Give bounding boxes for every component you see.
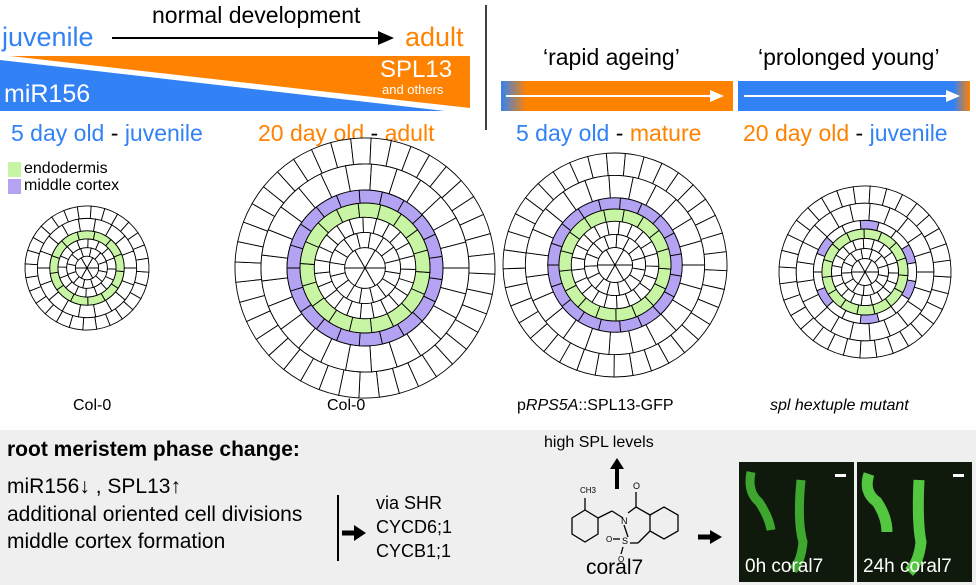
cell xyxy=(86,257,100,269)
genotype-spl-hextuple: spl hextuple mutant xyxy=(770,397,909,414)
cell xyxy=(348,316,373,334)
mir156-label: miR156 xyxy=(4,80,91,108)
cell xyxy=(864,259,879,273)
normal-development-title: normal development xyxy=(152,2,361,28)
cell xyxy=(614,249,633,266)
and-others-label: and others xyxy=(382,82,444,97)
cell xyxy=(358,330,383,347)
cell xyxy=(856,304,876,316)
coral7-label: coral7 xyxy=(586,556,644,579)
svg-text:S: S xyxy=(622,536,628,546)
adult-label: adult xyxy=(405,22,464,52)
cell xyxy=(558,250,574,272)
cell xyxy=(359,302,375,320)
middle-cortex-line: middle cortex formation xyxy=(7,530,226,553)
cell xyxy=(906,261,918,283)
cell xyxy=(859,339,878,359)
cell xyxy=(234,261,263,283)
root-col0-20day xyxy=(234,137,496,399)
cell xyxy=(605,152,626,177)
cell xyxy=(77,217,97,232)
cell xyxy=(344,163,372,192)
cell xyxy=(608,330,634,356)
endodermis-legend: endodermis xyxy=(24,160,108,177)
cell xyxy=(860,294,873,306)
microscopy-24h: 24h coral7 xyxy=(857,462,972,582)
svg-text:O: O xyxy=(633,481,640,491)
root-cross-sections xyxy=(24,137,952,399)
header-graphics xyxy=(0,5,970,130)
spl13-label: SPL13 xyxy=(380,56,453,83)
cell xyxy=(428,255,444,281)
cell xyxy=(467,253,496,275)
juvenile-label: juvenile xyxy=(2,22,94,52)
cell xyxy=(932,259,952,278)
cell xyxy=(669,253,683,277)
genotype-col0-old: Col-0 xyxy=(327,397,366,414)
age-label-4: 20 day old - juvenile xyxy=(743,120,948,146)
cell xyxy=(603,208,625,223)
svg-text:O: O xyxy=(606,535,612,544)
mir156-wedge xyxy=(0,60,445,111)
svg-text:N: N xyxy=(621,516,628,526)
cell xyxy=(358,189,383,206)
development-arrowhead xyxy=(378,31,394,45)
cell xyxy=(795,261,815,283)
cell xyxy=(350,137,372,166)
age-label-3: 5 day old - mature xyxy=(516,120,702,146)
middle-cortex-legend: middle cortex xyxy=(24,177,120,194)
prolonged-young-label: ‘prolonged young’ xyxy=(758,44,940,70)
cell xyxy=(364,249,386,269)
rapid-ageing-label: ‘rapid ageing’ xyxy=(543,44,680,70)
cell xyxy=(852,185,871,205)
high-spl-label: high SPL levels xyxy=(544,434,654,451)
svg-text:O: O xyxy=(618,555,624,564)
cell-divisions-line: additional oriented cell divisions xyxy=(7,503,303,526)
cell xyxy=(77,304,97,319)
cell xyxy=(135,257,150,273)
target-cycd6: CYCD6;1 xyxy=(376,517,453,537)
down-arrow-icon: ↓ xyxy=(79,475,90,498)
target-cycb1: CYCB1;1 xyxy=(376,541,452,561)
svg-text:CH3: CH3 xyxy=(580,486,597,495)
cell xyxy=(778,266,798,285)
mir156-spl13-line: miR156↓ , SPL13↑ xyxy=(7,475,181,498)
bracket-arrow xyxy=(337,495,366,561)
cell xyxy=(76,205,92,220)
bottom-heading: root meristem phase change: xyxy=(7,438,300,461)
cell xyxy=(524,252,549,278)
root-spl-hextuple xyxy=(778,185,952,359)
age-label-1: 5 day old - juvenile xyxy=(11,120,203,146)
target-via-shr: via SHR xyxy=(376,493,443,513)
cell xyxy=(24,263,39,279)
cell xyxy=(357,202,382,220)
spl13-wedge xyxy=(10,56,470,108)
cell xyxy=(613,352,634,378)
cell xyxy=(358,370,380,399)
cell xyxy=(606,220,621,236)
root-prps5a xyxy=(502,152,728,378)
cell xyxy=(82,316,98,331)
middle-cortex-swatch xyxy=(8,179,21,194)
microscopy-0h: 0h coral7 xyxy=(739,462,854,582)
endodermis-swatch xyxy=(8,162,21,177)
genotype-prps5a: pRPS5A::SPL13-GFP xyxy=(517,397,674,414)
coral7-structure: CH3 O N S O O xyxy=(571,458,722,564)
cell xyxy=(260,254,289,282)
root-col0-5day xyxy=(24,205,150,331)
cell xyxy=(849,202,871,223)
genotype-col0-young: Col-0 xyxy=(73,397,112,414)
up-arrow-icon: ↑ xyxy=(170,475,181,498)
cell xyxy=(299,263,317,287)
cell xyxy=(703,251,728,272)
